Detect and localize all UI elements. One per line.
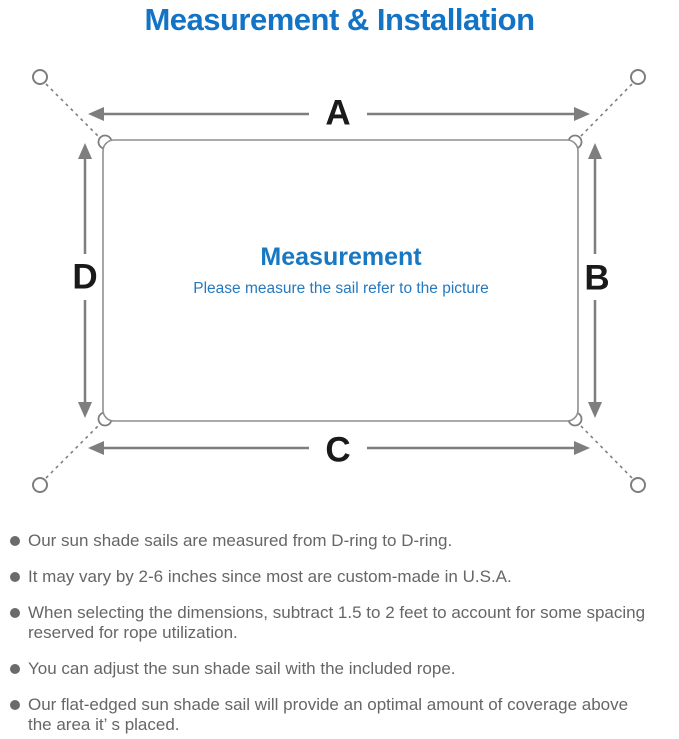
note-line: Our flat-edged sun shade sail will provi… [28,695,629,714]
note-line: the area it’ s placed. [28,715,180,734]
note-text: Our flat-edged sun shade sail will provi… [28,695,628,735]
note-text: You can adjust the sun shade sail with t… [28,659,456,679]
dashed-line-top-right [580,83,633,137]
arrow-b-down-head [588,402,602,418]
edge-label-c: C [325,430,351,470]
list-item: It may vary by 2-6 inches since most are… [10,567,670,587]
bullet-icon [10,664,20,674]
note-text: It may vary by 2-6 inches since most are… [28,567,512,587]
bullet-icon [10,608,20,618]
dashed-line-bottom-left [45,425,99,479]
note-text: Our sun shade sails are measured from D-… [28,531,452,551]
note-line: reserved for rope utilization. [28,623,238,642]
arrow-b-up-head [588,143,602,159]
anchor-ring-icon-top-right [630,69,646,85]
arrow-a-right-head [574,107,590,121]
arrow-b [588,143,602,418]
bullet-icon [10,700,20,710]
arrow-c-left-head [88,441,104,455]
arrow-c-right-head [574,441,590,455]
note-text: When selecting the dimensions, subtract … [28,603,645,643]
notes-list: Our sun shade sails are measured from D-… [10,531,670,739]
anchor-ring-icon-bottom-right [630,477,646,493]
note-line: Our sun shade sails are measured from D-… [28,531,453,550]
list-item: You can adjust the sun shade sail with t… [10,659,670,679]
arrow-d-down-head [78,402,92,418]
list-item: When selecting the dimensions, subtract … [10,603,670,643]
arrow-d-up-head [78,143,92,159]
bullet-icon [10,572,20,582]
sail-diagram-graphic [32,69,646,493]
page-title: Measurement & Installation [144,2,535,37]
anchor-rings [32,69,646,493]
list-item: Our sun shade sails are measured from D-… [10,531,670,551]
arrow-a-left-head [88,107,104,121]
dashed-line-top-left [45,83,99,137]
edge-label-a: A [325,93,351,133]
note-line: When selecting the dimensions, subtract … [28,603,646,622]
arrow-c [88,441,590,455]
anchor-ring-icon-bottom-left [32,477,48,493]
arrow-d [78,143,92,418]
anchor-ring-icon-top-left [32,69,48,85]
sail-measurement-diagram: A B C D Measurement Please measure the s… [32,69,646,493]
edge-label-d: D [72,257,98,297]
sail-rectangle [102,139,579,422]
list-item: Our flat-edged sun shade sail will provi… [10,695,670,735]
anchor-dashed-lines [45,83,633,479]
note-line: You can adjust the sun shade sail with t… [28,659,456,678]
bullet-icon [10,536,20,546]
dashed-line-bottom-right [580,425,633,479]
diagram-subheading: Please measure the sail refer to the pic… [193,280,489,297]
edge-label-b: B [584,258,610,298]
arrow-a [88,107,590,121]
diagram-heading: Measurement [260,243,422,271]
note-line: It may vary by 2-6 inches since most are… [28,567,512,586]
diagram-center-caption: Measurement Please measure the sail refe… [193,243,489,298]
